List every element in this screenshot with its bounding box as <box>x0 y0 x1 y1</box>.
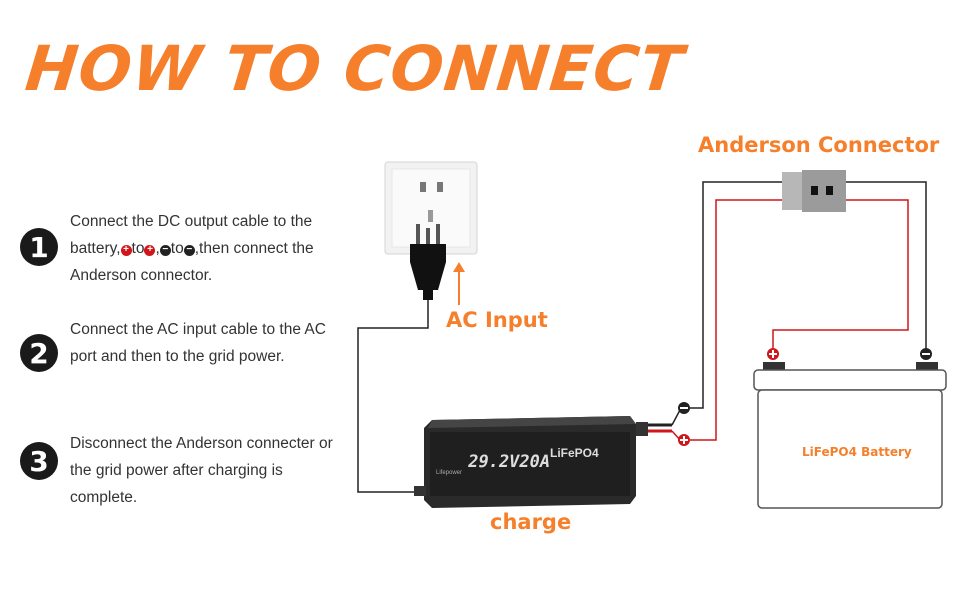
charger-brand-label: Lifepower <box>436 470 463 476</box>
negative-icon: − <box>183 245 195 256</box>
positive-icon: + <box>144 245 156 256</box>
anderson-connector <box>782 170 846 212</box>
positive-icon: + <box>120 245 132 256</box>
step-3-text: Disconnect the Anderson connecter or the… <box>70 435 333 506</box>
battery-label: LiFePO4 Battery <box>802 445 912 459</box>
charger-model-label: 29.2V20A <box>466 452 552 472</box>
step-number-2: 2 <box>20 334 58 372</box>
battery <box>753 348 947 509</box>
step-number-3: 3 <box>20 442 58 480</box>
charger <box>414 416 648 508</box>
charge-label: charge <box>490 510 572 534</box>
charger-chemistry-label: LiFePO4 <box>550 446 599 460</box>
ac-plug <box>410 224 446 300</box>
negative-icon: − <box>159 245 171 256</box>
step-1-text: Connect the DC output cable to the batte… <box>70 213 314 284</box>
anderson-connector-label: Anderson Connector <box>698 133 940 157</box>
arrow-up-icon <box>453 262 465 305</box>
wall-outlet <box>384 161 478 255</box>
ac-input-label: AC Input <box>446 308 548 332</box>
step-2-text: Connect the AC input cable to the AC por… <box>70 321 326 365</box>
ac-cable <box>357 300 429 493</box>
step-number-1: 1 <box>20 228 58 266</box>
